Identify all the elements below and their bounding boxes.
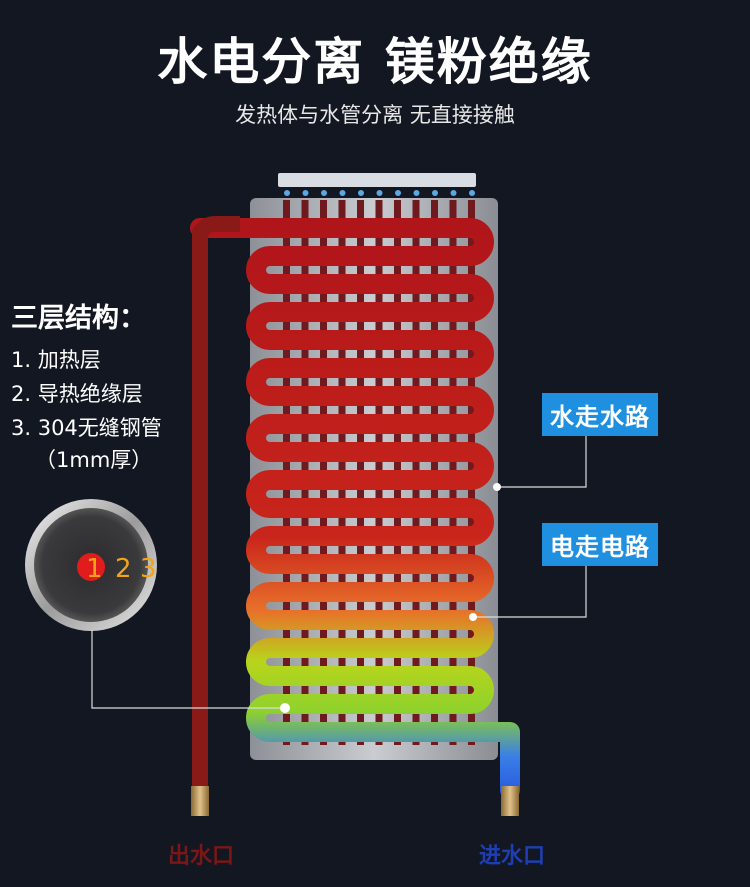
layer-item-note: （1mm厚） xyxy=(35,448,153,472)
layer-2-number: 2 xyxy=(115,554,132,584)
layer-3-number: 3 xyxy=(140,554,157,584)
nozzle xyxy=(469,190,475,196)
nozzle xyxy=(450,190,457,196)
top-bar-nozzles xyxy=(284,190,475,196)
top-bar xyxy=(278,173,476,187)
inlet-label: 进水口 xyxy=(479,844,546,869)
electric-path-label: 电走电路 xyxy=(542,523,658,566)
water-path-leader xyxy=(497,428,587,488)
layer-item: 3. 304无缝钢管 xyxy=(11,416,162,440)
outlet-pipe-bend xyxy=(192,216,240,241)
electric-path-leader xyxy=(473,560,587,618)
nozzle xyxy=(339,190,346,196)
layer-structure-heading: 三层结构： xyxy=(11,303,146,334)
cross-section-leader-dot xyxy=(280,703,290,713)
nozzle xyxy=(413,190,420,196)
layer-item: 2. 导热绝缘层 xyxy=(11,382,143,406)
nozzle xyxy=(358,190,364,196)
nozzle xyxy=(376,190,383,196)
nozzle xyxy=(321,190,327,196)
water-path-dot xyxy=(493,483,501,491)
cross-section-leader xyxy=(91,630,285,709)
water-path-label: 水走水路 xyxy=(542,393,658,436)
nozzle xyxy=(432,190,438,196)
page-title: 水电分离 镁粉绝缘 xyxy=(157,32,593,91)
layer-item: 1. 加热层 xyxy=(11,348,101,372)
nozzle xyxy=(395,190,401,196)
outlet-label: 出水口 xyxy=(168,844,235,869)
layer-1-marker xyxy=(77,553,105,581)
nozzle xyxy=(284,190,290,196)
nozzle xyxy=(302,190,309,196)
page-subtitle: 发热体与水管分离 无直接接触 xyxy=(235,103,515,127)
layer-1-number: 1 xyxy=(86,554,103,584)
outlet-fitting xyxy=(191,786,209,816)
electric-path-dot xyxy=(469,613,477,621)
inlet-fitting xyxy=(501,786,519,816)
layer-structure-list: 三层结构： 1. 加热层 2. 导热绝缘层 3. 304无缝钢管 （1mm厚） xyxy=(11,296,241,475)
water-coil xyxy=(190,218,520,800)
